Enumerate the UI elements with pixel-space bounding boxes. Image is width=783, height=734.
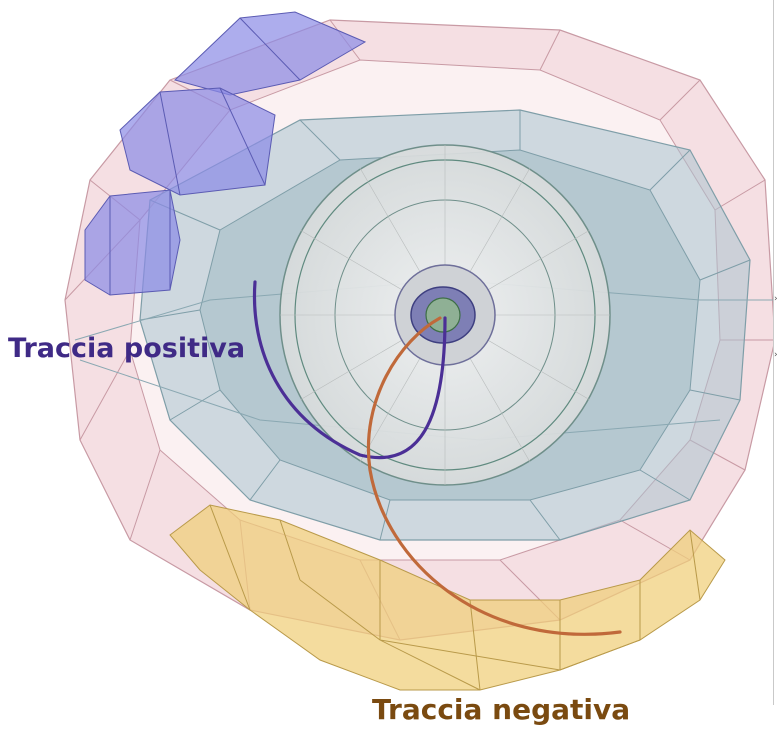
positive-track (252, 280, 447, 460)
chevron-right-icon: › (774, 350, 778, 360)
positive-track-label: Traccia positiva (8, 333, 246, 364)
inner-disc (279, 144, 611, 486)
negative-track-label: Traccia negativa (372, 693, 631, 726)
upper-chambers (84, 11, 367, 296)
lower-chambers (169, 504, 726, 691)
scrollbar-edge (773, 0, 783, 705)
chevron-right-icon: › (774, 294, 778, 304)
negative-track (367, 316, 622, 636)
